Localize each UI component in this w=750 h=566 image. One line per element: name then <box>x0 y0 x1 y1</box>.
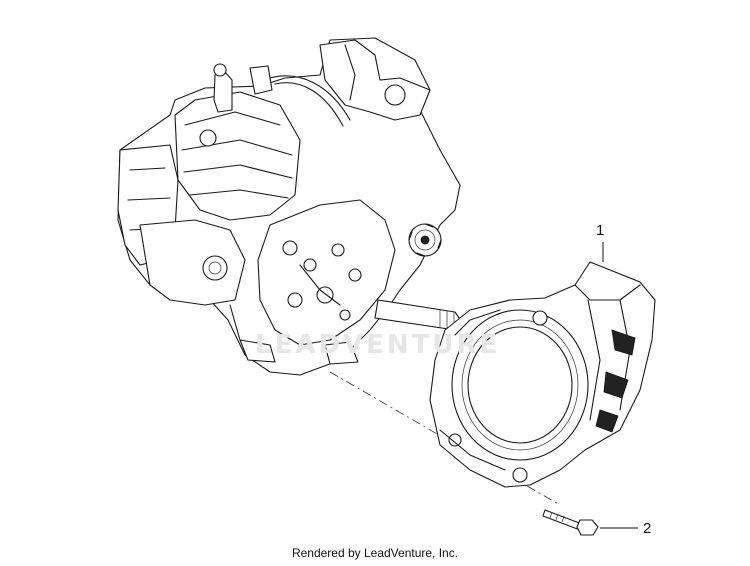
bolt-part <box>542 509 599 536</box>
alignment-line <box>329 371 561 506</box>
engine-assembly <box>117 37 463 376</box>
crankcase-cover-part <box>429 261 656 488</box>
watermark-text: LEADVENTURE <box>255 330 501 360</box>
callout-number-1: 1 <box>596 222 605 239</box>
render-credit: Rendered by LeadVenture, Inc. <box>291 546 459 560</box>
callout-number-2: 2 <box>643 520 652 537</box>
